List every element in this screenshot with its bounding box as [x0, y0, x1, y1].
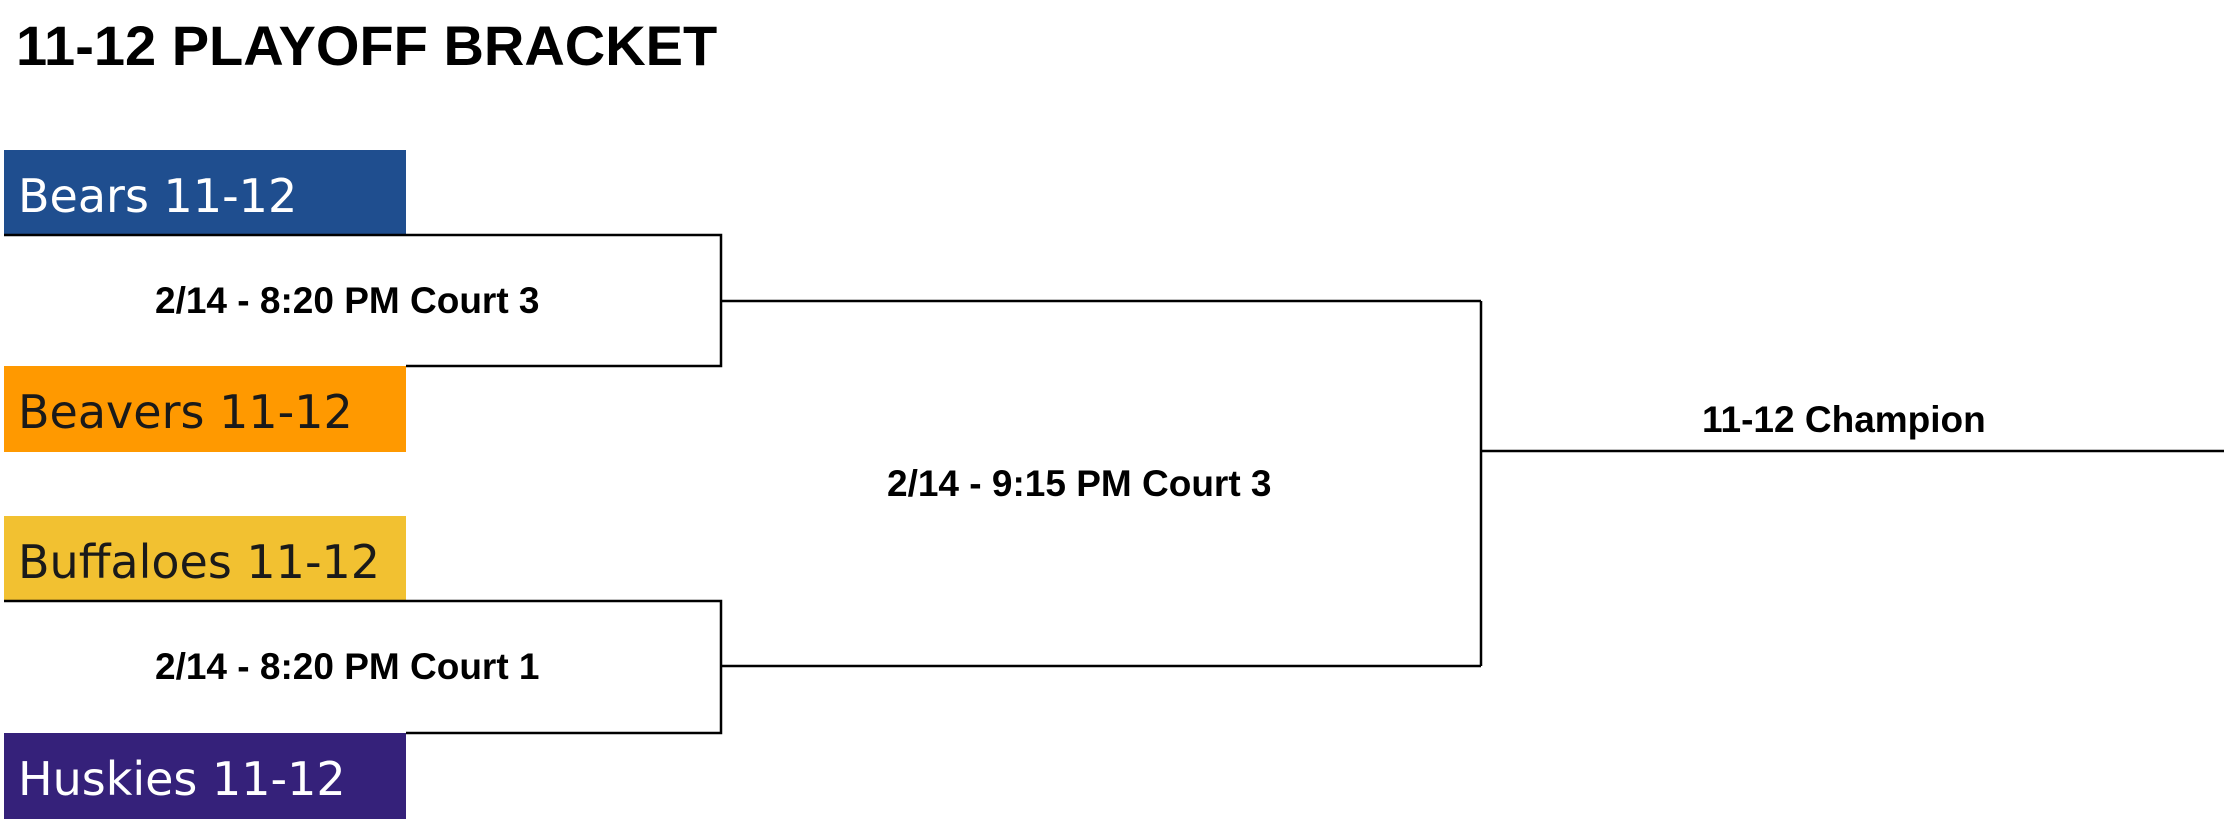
team-slot-bears: Bears 11-12 — [4, 150, 406, 236]
final-match-time: 2/14 - 9:15 PM Court 3 — [887, 463, 1272, 504]
team-slot-huskies: Huskies 11-12 — [4, 733, 406, 819]
match-1-time: 2/14 - 8:20 PM Court 3 — [155, 280, 540, 321]
champion-label: 11-12 Champion — [1702, 399, 1986, 440]
page-title: 11-12 PLAYOFF BRACKET — [16, 14, 718, 77]
team-slot-buffaloes: Buffaloes 11-12 — [4, 516, 406, 602]
team-slot-beavers: Beavers 11-12 — [4, 366, 406, 452]
match-2-time: 2/14 - 8:20 PM Court 1 — [155, 646, 540, 687]
